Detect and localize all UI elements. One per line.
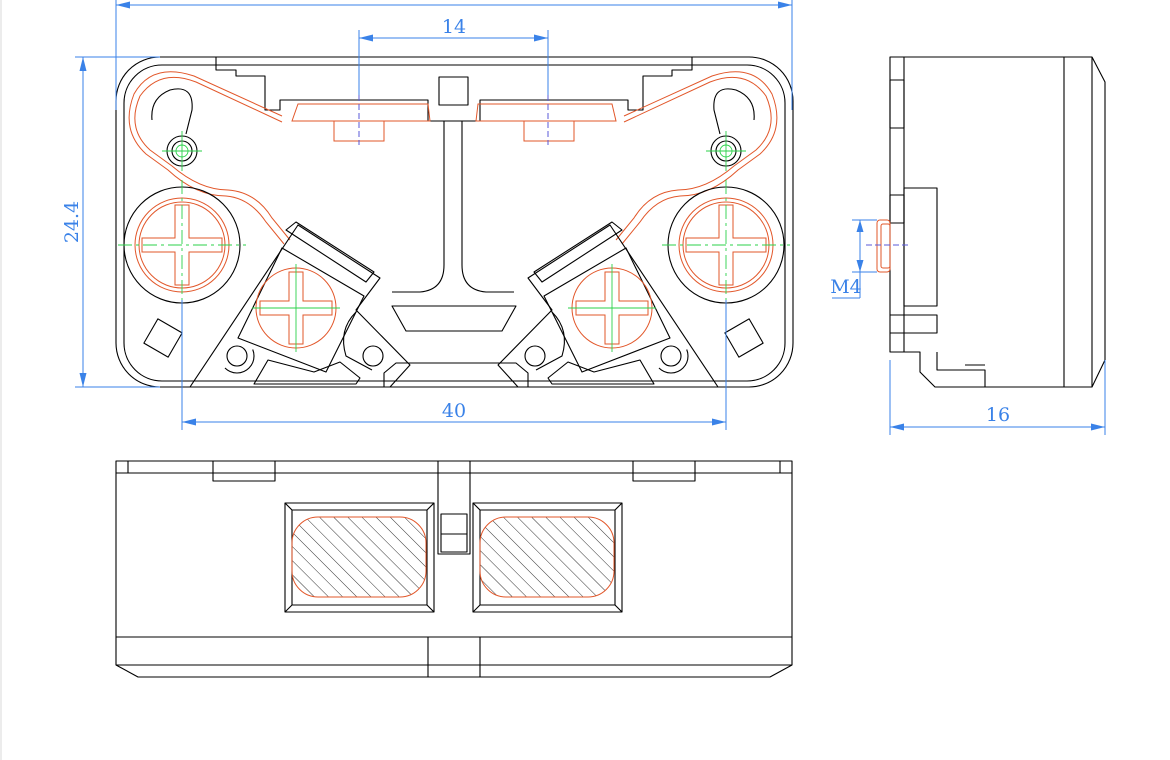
dim-center-spacing: 14 (442, 16, 466, 38)
screw-right (662, 180, 790, 310)
dim-thread: M4 (830, 276, 862, 298)
bottom-outline (115, 460, 793, 678)
clamp-left (189, 221, 411, 388)
dimensions: 14 24.4 40 16 M4 (61, 0, 1106, 435)
spring-arm-left (151, 88, 193, 135)
bottom-tab-right (632, 460, 696, 482)
hole-4-ring (653, 338, 689, 374)
side-view (866, 56, 1106, 388)
hole-1 (226, 345, 248, 367)
divider-left (392, 121, 445, 293)
clamp-right (497, 221, 719, 388)
side-outline (889, 56, 1106, 388)
bottom-slot (383, 362, 529, 387)
spring-right-outer (615, 76, 772, 241)
hole-2 (362, 345, 384, 367)
spring-right-inner (621, 71, 778, 245)
bottom-center-bar (437, 460, 471, 555)
m4-thread (876, 219, 891, 273)
hole-1-ring (219, 338, 255, 374)
dim-screw-spacing: 40 (442, 400, 466, 422)
divider-right (461, 121, 514, 293)
marker-square-right (724, 318, 764, 358)
side-notch-top (889, 79, 905, 129)
contact-plate-left (291, 103, 431, 122)
dim-side-depth: 16 (986, 404, 1010, 426)
housing-inner (123, 64, 786, 382)
spring-left-outer (134, 76, 291, 241)
top-notch-left (215, 57, 454, 122)
contact-plate-right (475, 103, 617, 122)
pivot-pin-left (162, 131, 202, 171)
center-trapezoid (391, 305, 517, 332)
housing-outline (115, 56, 794, 388)
front-view (115, 56, 794, 388)
hole-4 (660, 345, 682, 367)
bottom-view (115, 460, 793, 678)
spring-arm-right (713, 88, 755, 135)
wire-window-right (472, 502, 623, 613)
bottom-center-foot (427, 636, 481, 678)
hole-3 (524, 345, 546, 367)
contact-tab-right (523, 120, 575, 142)
center-marker (438, 76, 469, 106)
bottom-tab-left (212, 460, 276, 482)
side-block (903, 187, 938, 307)
spring-left-inner (128, 71, 285, 245)
pivot-pin-right (706, 131, 746, 171)
screw-left (118, 180, 246, 310)
marker-square-left (143, 318, 183, 358)
top-notch-right (454, 57, 693, 122)
wire-window-left (284, 502, 435, 613)
dim-height: 24.4 (61, 201, 83, 243)
